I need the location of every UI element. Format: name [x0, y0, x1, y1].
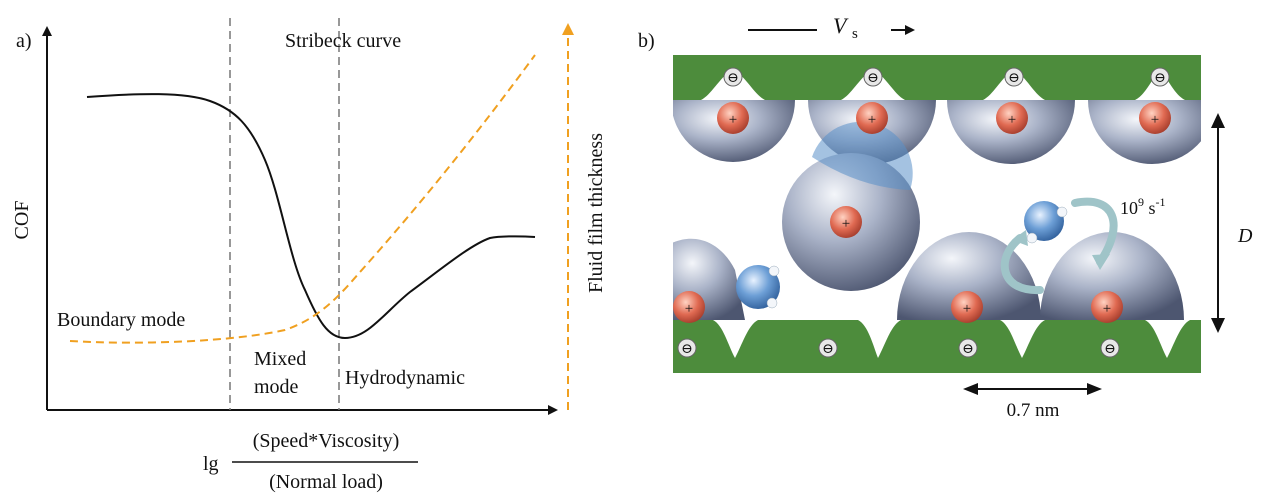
top-surface — [673, 55, 1201, 100]
hydrogen-icon — [1056, 206, 1068, 218]
anion-icon — [1150, 67, 1170, 87]
anion-sign: ⊖ — [1154, 71, 1166, 86]
water-overlap — [812, 121, 913, 190]
anion-sign: ⊖ — [962, 342, 974, 357]
anion-sign: ⊖ — [1104, 342, 1116, 357]
svg-text:+: + — [685, 301, 693, 317]
anion-icon — [677, 338, 697, 358]
anion-icon — [723, 67, 743, 87]
cation-icon: + — [996, 102, 1028, 134]
anion-sign: ⊖ — [727, 71, 739, 86]
panel-b-molecular: b) V s — [638, 13, 1253, 421]
bottom-anions — [677, 338, 1120, 358]
rate-label: 109 s-1 — [1120, 195, 1166, 218]
anion-sign: ⊖ — [822, 342, 834, 357]
chart-title: Stribeck curve — [285, 30, 401, 52]
water-molecules — [736, 201, 1068, 309]
x-label-prefix: lg — [203, 453, 219, 475]
x-label-denominator: (Normal load) — [269, 471, 383, 493]
panel-b-label: b) — [638, 30, 655, 52]
exchange-arrow-icon — [1071, 197, 1118, 266]
cation-icon: + — [1091, 291, 1123, 323]
anion-sign: ⊖ — [867, 71, 879, 86]
spacing-label: 0.7 nm — [1007, 400, 1060, 421]
panel-a-label: a) — [16, 30, 32, 52]
svg-text:+: + — [729, 112, 737, 128]
water-molecule-icon — [1024, 201, 1064, 241]
svg-text:+: + — [963, 301, 971, 317]
exchange-arrowhead-icon — [1012, 230, 1028, 246]
region-mixed-label-2: mode — [254, 376, 299, 398]
svg-text:+: + — [842, 216, 850, 232]
anion-sign: ⊖ — [681, 342, 693, 357]
exchange-arrow-icon — [1000, 234, 1044, 295]
cation-icon: + — [951, 291, 983, 323]
water-molecule-icon — [736, 265, 780, 309]
y-axis-label: COF — [11, 201, 33, 240]
spacing-arrow-left-icon — [963, 383, 978, 395]
region-boundary-label: Boundary mode — [57, 309, 185, 331]
svg-text:+: + — [1008, 112, 1016, 128]
velocity-symbol: V — [833, 13, 849, 38]
hydrogen-icon — [766, 297, 778, 309]
hydration-shell — [1040, 232, 1184, 320]
anion-icon — [818, 338, 838, 358]
hydrogen-icon — [1026, 232, 1038, 244]
y2-axis-label: Fluid film thickness — [585, 133, 607, 293]
gap-arrow-bottom-icon — [1211, 318, 1225, 333]
cof-curve — [86, 93, 536, 340]
cations: + + + + + + + + — [673, 102, 1171, 323]
svg-text:+: + — [1151, 112, 1159, 128]
cation-icon: + — [1139, 102, 1171, 134]
anion-icon — [863, 67, 883, 87]
cation-icon: + — [717, 102, 749, 134]
anion-sign: ⊖ — [1008, 71, 1020, 86]
cation-icon: + — [856, 102, 888, 134]
film-thickness-curve — [69, 54, 536, 344]
x-label-numerator: (Speed*Viscosity) — [253, 430, 400, 452]
cation-icon: + — [830, 206, 862, 238]
velocity-subscript: s — [852, 26, 858, 42]
svg-text:+: + — [868, 112, 876, 128]
exchange-arrowhead-icon — [1092, 254, 1110, 270]
hydration-shell — [1088, 100, 1201, 164]
bottom-surface — [673, 320, 1201, 373]
anion-icon — [958, 338, 978, 358]
hydrogen-icon — [768, 265, 780, 277]
cation-icon: + — [673, 291, 705, 323]
region-mixed-label-1: Mixed — [254, 348, 306, 370]
anion-icon — [1004, 67, 1024, 87]
spacing-arrow-right-icon — [1087, 383, 1102, 395]
region-hydro-label: Hydrodynamic — [345, 367, 465, 389]
gap-label: D — [1237, 225, 1253, 247]
top-anions — [723, 67, 1170, 87]
svg-text:+: + — [1103, 301, 1111, 317]
panel-a-stribeck: a) Stribeck curve COF Fluid film thickne… — [11, 18, 607, 493]
gap-arrow-top-icon — [1211, 113, 1225, 128]
anion-signs: ⊖ ⊖ ⊖ ⊖ ⊖ ⊖ ⊖ ⊖ — [681, 71, 1166, 357]
anion-icon — [1100, 338, 1120, 358]
